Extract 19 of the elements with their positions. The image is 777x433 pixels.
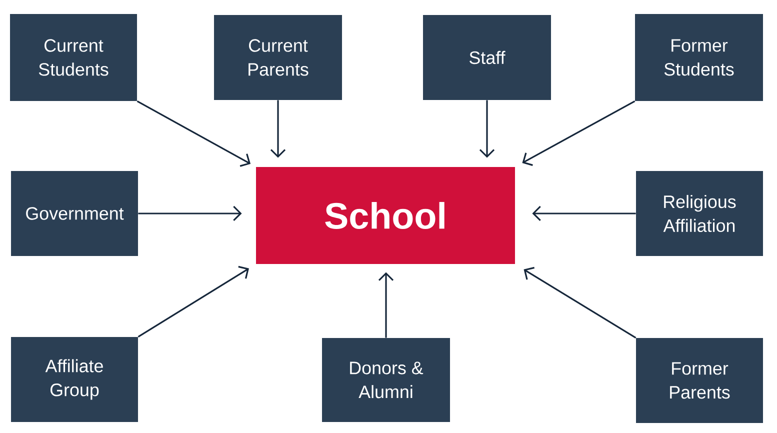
arrow [524,266,636,338]
arrow [136,100,251,167]
text-box: Current Parents [214,15,342,100]
text-box: Staff [423,15,551,100]
text-box: Government [11,171,138,256]
text-box: Donors & Alumni [322,338,450,422]
arrow [138,206,242,222]
arrow [479,100,495,158]
arrow [270,100,286,158]
arrow [522,100,636,166]
arrow [532,206,636,222]
arrow [378,272,394,338]
arrow [138,266,249,338]
center-box: School [256,167,515,264]
text-box: Religious Affiliation [636,171,763,256]
text-box: Affiliate Group [11,337,138,422]
text-box: Former Parents [636,338,763,423]
text-box: Current Students [10,14,137,101]
text-box: Former Students [635,14,763,101]
